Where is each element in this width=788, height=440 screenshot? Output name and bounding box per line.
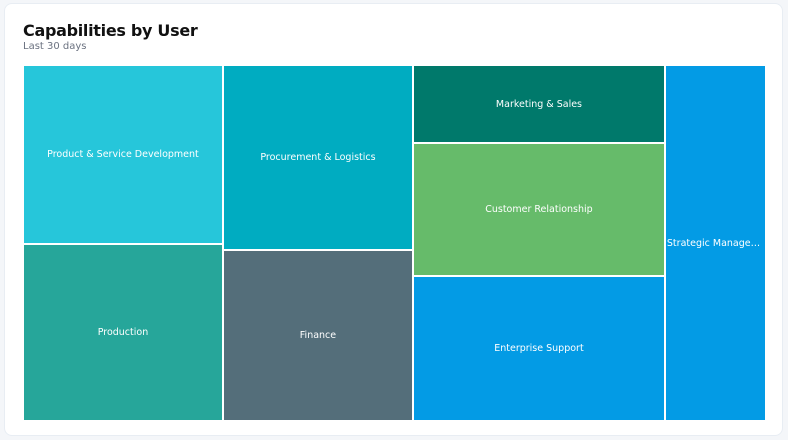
treemap-cell-procurement-logistics[interactable]: Procurement & Logistics	[222, 65, 414, 251]
treemap-cell-label: Finance	[299, 330, 337, 342]
treemap-cell-label: Procurement & Logistics	[260, 152, 376, 164]
treemap-cell-product-service-development[interactable]: Product & Service Development	[23, 65, 223, 244]
chart-title: Capabilities by User	[23, 21, 198, 40]
treemap-cell-label: Customer Relationship	[485, 204, 593, 216]
treemap-cell-strategic-management[interactable]: Strategic Management	[664, 65, 766, 421]
treemap-cell-customer-relationship[interactable]: Customer Relationship	[413, 143, 665, 277]
treemap-cell-label: Strategic Management	[666, 237, 765, 249]
treemap-cell-production[interactable]: Production	[23, 244, 223, 421]
treemap-cell-label: Product & Service Development	[47, 149, 199, 160]
chart-subtitle: Last 30 days	[23, 41, 87, 52]
treemap-cell-enterprise-support[interactable]: Enterprise Support	[413, 276, 665, 421]
treemap-cell-label: Enterprise Support	[494, 343, 584, 355]
treemap-cell-marketing-sales[interactable]: Marketing & Sales	[413, 65, 665, 144]
treemap-cell-label: Production	[97, 327, 149, 338]
treemap-cell-label: Marketing & Sales	[495, 98, 583, 110]
treemap-cell-finance[interactable]: Finance	[222, 250, 414, 421]
